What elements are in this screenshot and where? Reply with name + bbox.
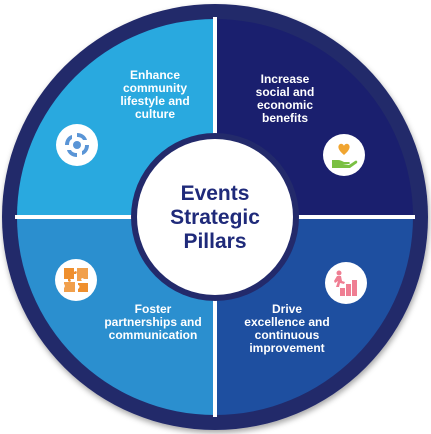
center-title-line: Events bbox=[180, 182, 250, 205]
stairs-climb-icon bbox=[325, 262, 367, 304]
pillar-label-top-right: Increase social and economic benefits bbox=[220, 73, 350, 125]
pillar-label-line: Enhance bbox=[129, 68, 180, 82]
pillar-label-line: improvement bbox=[249, 341, 325, 355]
pillar-label-line: Increase bbox=[260, 72, 310, 86]
pillar-label-top-left: Enhance community lifestyle and culture bbox=[90, 69, 220, 121]
pillar-label-line: economic bbox=[256, 98, 313, 112]
hand-heart-icon bbox=[323, 134, 365, 176]
pillar-label-line: continuous bbox=[254, 328, 320, 342]
pillar-label-line: Foster bbox=[134, 302, 172, 316]
pillar-label-line: lifestyle and bbox=[120, 94, 190, 108]
pillar-label-line: community bbox=[122, 81, 187, 95]
pillar-label-line: communication bbox=[108, 328, 198, 342]
pillar-label-line: excellence and bbox=[244, 315, 330, 329]
center-title: Events Strategic Pillars bbox=[140, 163, 290, 273]
pillar-label-line: social and bbox=[255, 85, 315, 99]
center-circle bbox=[137, 139, 293, 295]
pillar-label-bottom-right: Drive excellence and continuous improvem… bbox=[222, 303, 352, 355]
pillar-label-line: benefits bbox=[261, 111, 308, 125]
pillar-label-line: partnerships and bbox=[104, 315, 202, 329]
center-title-line: Pillars bbox=[183, 230, 247, 253]
pillar-label-line: Drive bbox=[271, 302, 303, 316]
pillar-label-line: culture bbox=[134, 107, 175, 121]
puzzle-icon bbox=[55, 259, 97, 301]
circular-arrows-icon bbox=[56, 124, 98, 166]
center-title-line: Strategic bbox=[170, 206, 260, 229]
pillar-label-bottom-left: Foster partnerships and communication bbox=[88, 303, 218, 342]
